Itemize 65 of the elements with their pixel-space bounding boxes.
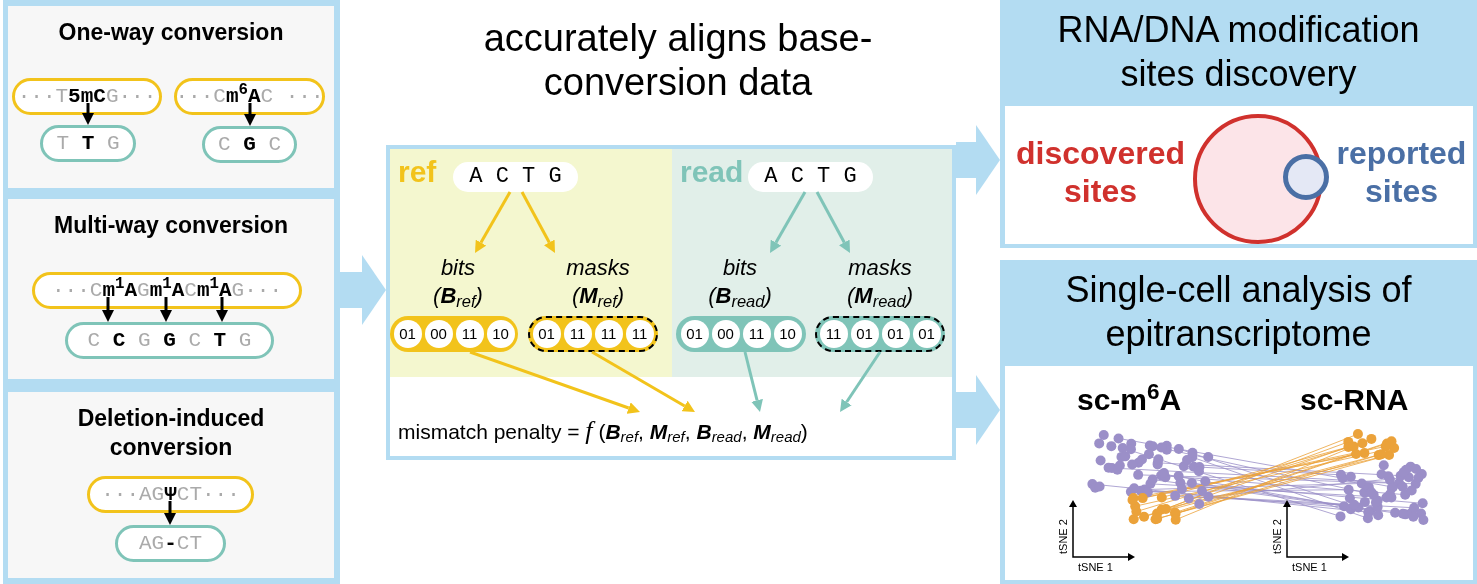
arrow	[475, 191, 512, 253]
plot-title: sc-RNA	[1300, 385, 1409, 415]
sequence-pill	[40, 125, 136, 162]
symbol-text: (B$_{ref}$)	[433, 282, 483, 310]
chevron-arrow	[956, 125, 1000, 195]
axis-label: tSNE 2	[1058, 519, 1069, 554]
card-background: Multi-way conversion ···Cm$^{1}$AGm$^{1}$ACm$^{1}$AG··· C C G G C T G	[8, 199, 334, 379]
card-background: RNA/DNA modification sites discovery discovered sites reported sites	[1000, 0, 1477, 248]
symbol-text: (M$_{ref}$)	[571, 282, 625, 310]
sequence-pill	[748, 162, 873, 192]
sequence-label: ref	[398, 157, 437, 187]
card-background: Deletion-induced conversion ···AGΨCT··· AG-CT	[8, 392, 334, 578]
arrow	[469, 350, 640, 414]
axis-label: tSNE 1	[1292, 562, 1327, 573]
arrow	[160, 297, 172, 322]
arrow	[244, 103, 256, 126]
bit-bar	[390, 316, 518, 352]
panel-frame	[386, 145, 956, 460]
sequence-text: A C T G	[469, 166, 562, 188]
chevron-arrow	[340, 255, 386, 325]
label-text: masks	[566, 254, 630, 282]
sequence-text: C G C	[217, 134, 281, 155]
axis-label: tSNE 1	[1078, 562, 1113, 573]
label-text: bits	[722, 254, 758, 282]
sequence-pill	[202, 126, 297, 163]
sequence-text: AG-CT	[138, 533, 202, 554]
arrow	[770, 191, 807, 253]
arrow	[520, 191, 555, 253]
sequence-text: C C G G C T G	[87, 330, 252, 351]
arrow	[840, 351, 882, 412]
sequence-pill	[174, 78, 325, 115]
sequence-text: T T G	[56, 133, 120, 154]
sequence-label: read	[680, 157, 744, 187]
symbol-text: (M$_{read}$)	[847, 282, 913, 310]
label-text: masks	[848, 254, 912, 282]
sequence-pill	[115, 525, 226, 562]
label-text: bits	[440, 254, 476, 282]
sequence-pill	[87, 476, 254, 513]
arrow	[815, 191, 850, 253]
mask-bar	[528, 316, 658, 352]
arrow	[102, 297, 114, 322]
venn-label: reported sites	[1335, 134, 1468, 211]
sequence-pill	[32, 272, 302, 309]
plot-title: sc-m$^{6}$A	[1077, 385, 1182, 415]
arrow	[216, 297, 228, 322]
arrow	[743, 351, 763, 412]
bit-bar	[676, 316, 806, 352]
arrow	[591, 350, 695, 412]
arrow	[164, 501, 176, 525]
sequence-pill	[12, 78, 162, 115]
sequence-text: ···T5mCG···	[17, 86, 157, 107]
sequence-pill	[453, 162, 578, 192]
axis-label: tSNE 2	[1272, 519, 1283, 554]
sequence-text: A C T G	[764, 166, 857, 188]
formula-text: mismatch penalty = f (B$_{ref}$, M$_{ref}$, B$_{read}$, M$_{read}$)	[398, 414, 808, 448]
venn-label: discovered sites	[1015, 134, 1186, 211]
mask-bar	[815, 316, 945, 352]
sequence-pill	[65, 322, 274, 359]
card-background: One-way conversion ···T5mCG··· T T G ···Cm$^{6}$AC ··· C G C	[8, 6, 334, 188]
sequence-text: ···AGΨCT···	[101, 484, 240, 505]
chevron-arrow	[956, 375, 1000, 445]
arrow	[82, 103, 94, 125]
symbol-text: (B$_{read}$)	[708, 282, 772, 310]
title-text: accurately aligns base-conversion data	[482, 16, 874, 104]
panel-frame	[3, 0, 340, 584]
